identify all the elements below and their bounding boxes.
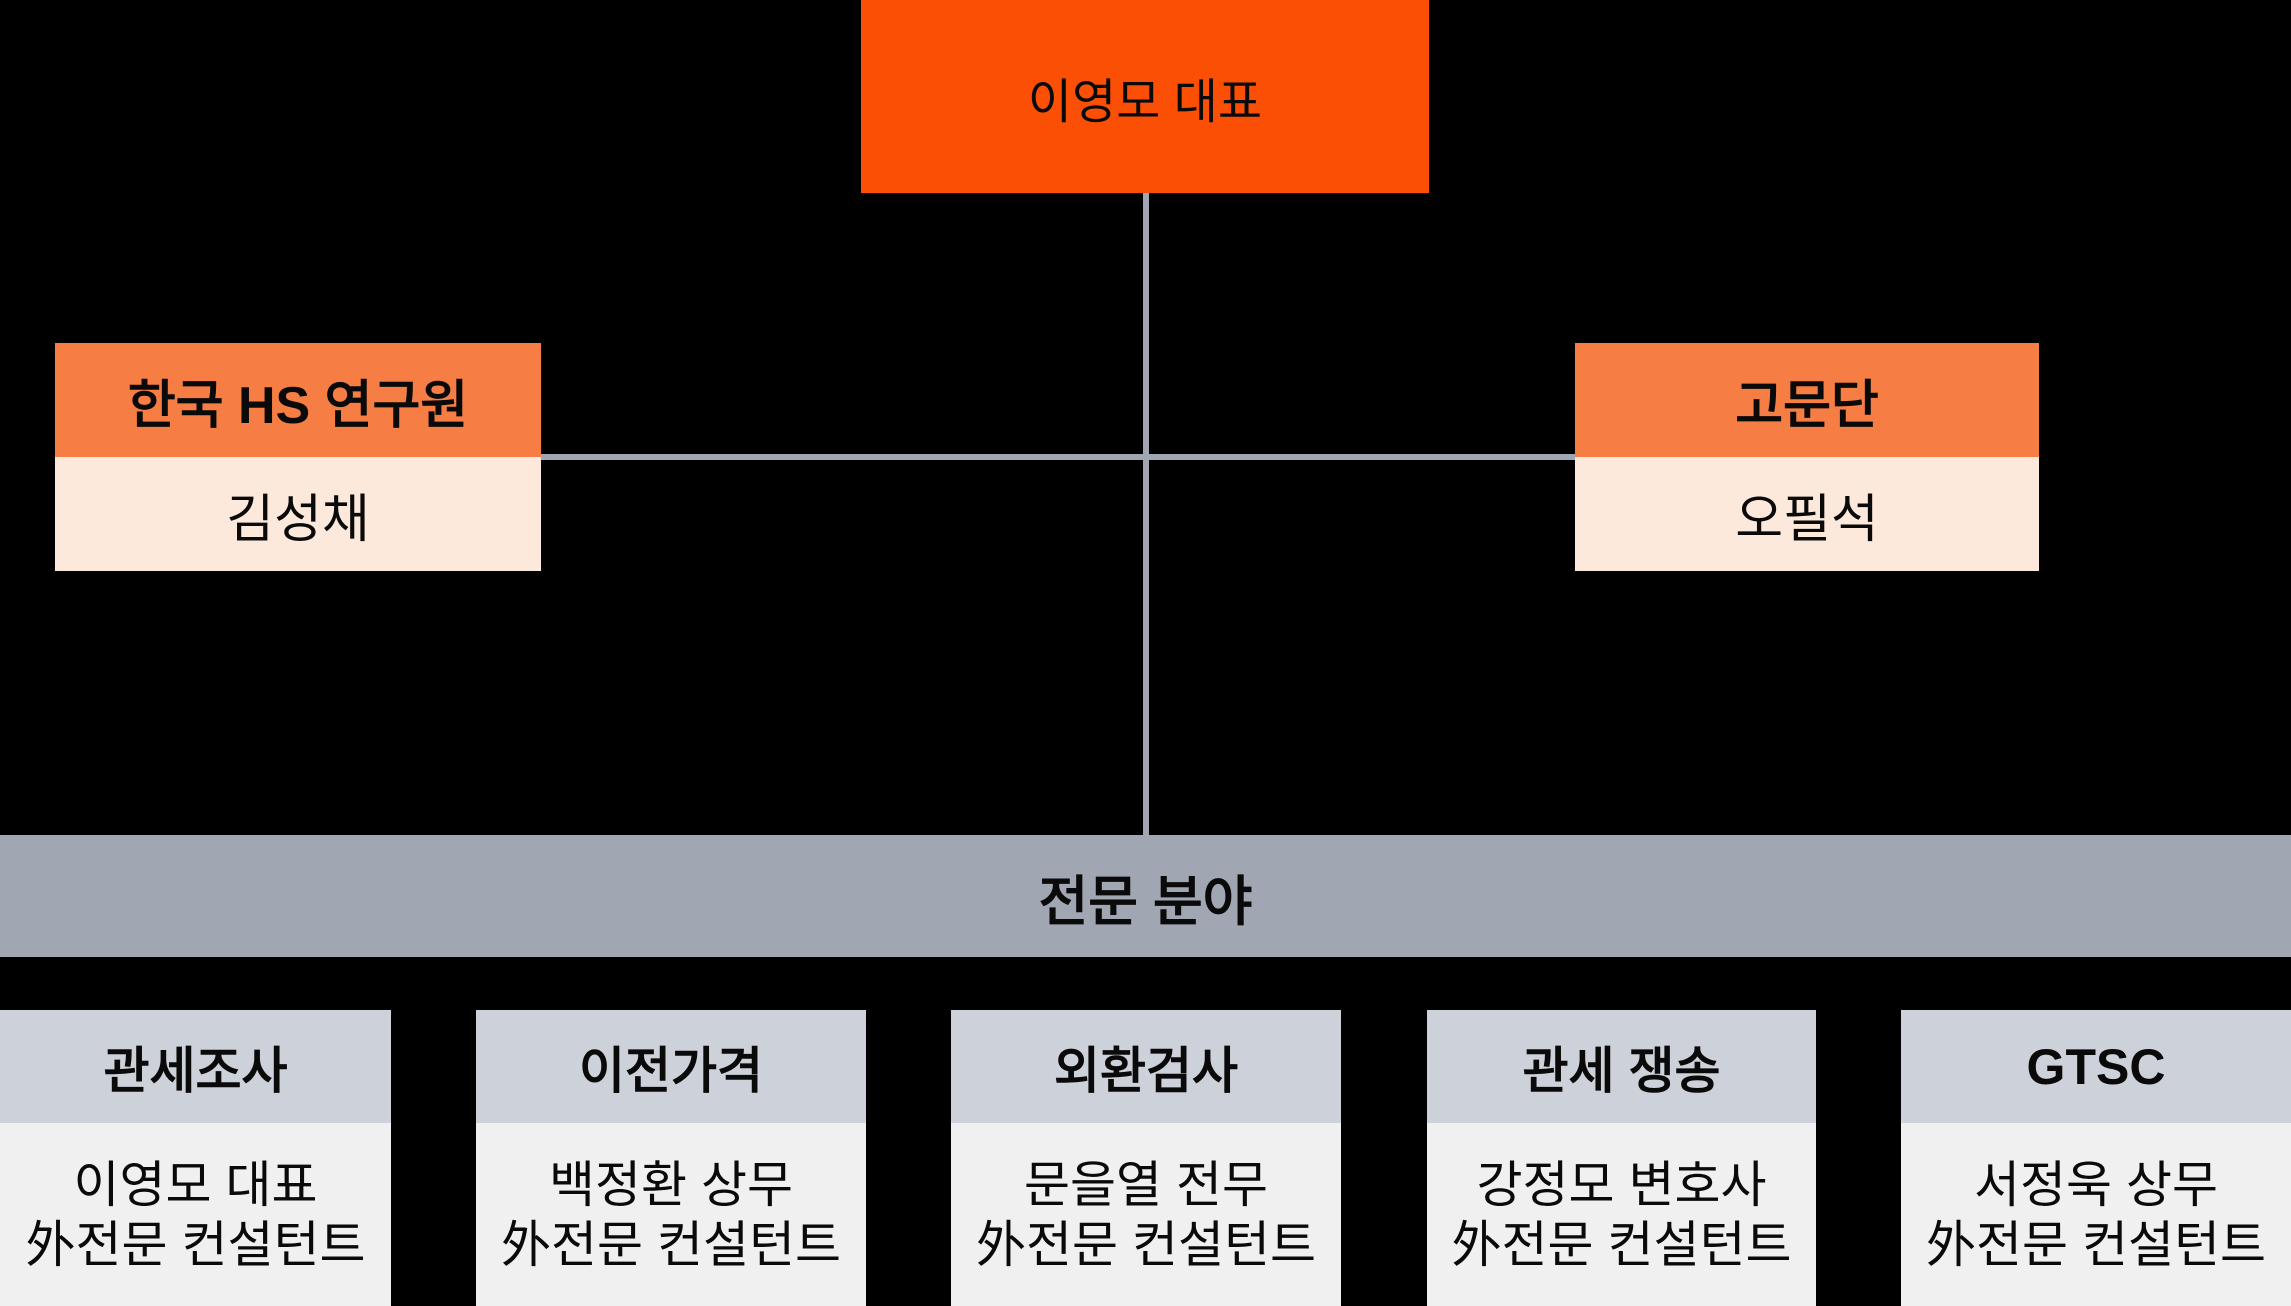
department-box-gtsc: GTSC 서정욱 상무 外전문 컨설턴트 [1901, 1010, 2291, 1306]
advisory-group-box: 고문단 오필석 [1575, 343, 2039, 571]
department-member-line: 外전문 컨설턴트 [976, 1216, 1316, 1273]
department-member-line: 이영모 대표 [73, 1156, 318, 1213]
department-members: 서정욱 상무 外전문 컨설턴트 [1901, 1123, 2291, 1306]
department-member-line: 外전문 컨설턴트 [501, 1216, 841, 1273]
department-title: 이전가격 [476, 1010, 866, 1123]
department-member-line: 外전문 컨설턴트 [25, 1216, 366, 1273]
department-member-line: 外전문 컨설턴트 [1926, 1216, 2266, 1273]
connector-horizontal-line [541, 454, 1575, 460]
ceo-box: 이영모 대표 [861, 0, 1429, 193]
department-box-customs-litigation: 관세 쟁송 강정모 변호사 外전문 컨설턴트 [1427, 1010, 1816, 1306]
department-title: 외환검사 [951, 1010, 1341, 1123]
department-box-customs-investigation: 관세조사 이영모 대표 外전문 컨설턴트 [0, 1010, 391, 1306]
connector-vertical-line [1143, 193, 1149, 838]
department-member-line: 강정모 변호사 [1476, 1156, 1767, 1213]
hs-institute-title: 한국 HS 연구원 [55, 343, 541, 457]
specialty-band: 전문 분야 [0, 835, 2291, 957]
hs-institute-box: 한국 HS 연구원 김성채 [55, 343, 541, 571]
specialty-band-label: 전문 분야 [1038, 871, 1253, 932]
department-members: 이영모 대표 外전문 컨설턴트 [0, 1123, 391, 1306]
department-title: 관세조사 [0, 1010, 391, 1123]
department-box-foreign-exchange-inspection: 외환검사 문을열 전무 外전문 컨설턴트 [951, 1010, 1341, 1306]
advisory-group-title: 고문단 [1575, 343, 2039, 457]
department-member-line: 서정욱 상무 [1974, 1156, 2218, 1213]
hs-institute-member: 김성채 [55, 457, 541, 571]
department-member-line: 문을열 전무 [1024, 1156, 1268, 1213]
department-members: 강정모 변호사 外전문 컨설턴트 [1427, 1123, 1816, 1306]
department-title: 관세 쟁송 [1427, 1010, 1816, 1123]
advisory-group-member: 오필석 [1575, 457, 2039, 571]
department-member-line: 外전문 컨설턴트 [1451, 1216, 1792, 1273]
department-members: 백정환 상무 外전문 컨설턴트 [476, 1123, 866, 1306]
department-title: GTSC [1901, 1010, 2291, 1123]
department-member-line: 백정환 상무 [549, 1156, 793, 1213]
department-members: 문을열 전무 外전문 컨설턴트 [951, 1123, 1341, 1306]
ceo-label: 이영모 대표 [1027, 75, 1263, 129]
department-box-transfer-pricing: 이전가격 백정환 상무 外전문 컨설턴트 [476, 1010, 866, 1306]
